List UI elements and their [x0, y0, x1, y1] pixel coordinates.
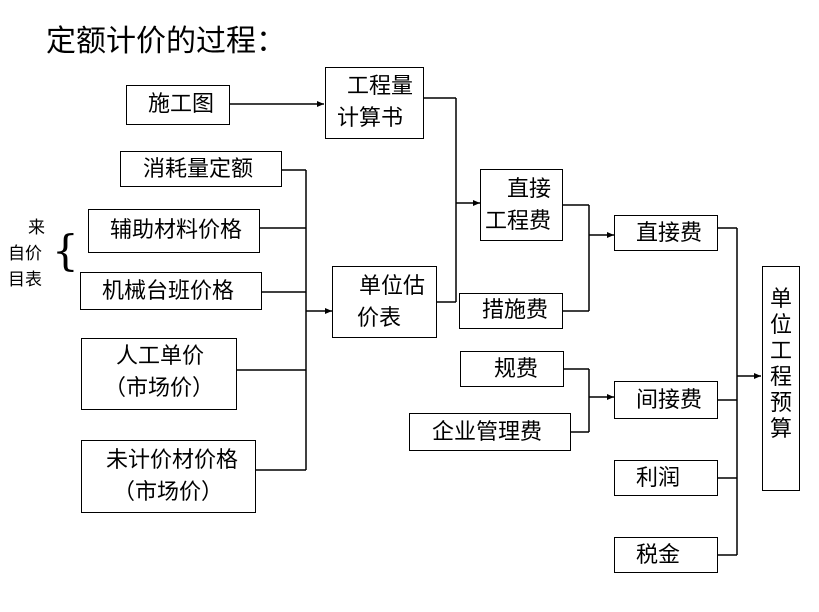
node-unpriced-material-price-line2: （市场价）: [113, 480, 224, 505]
node-labor-price-line1: 人工单价: [116, 344, 205, 369]
source-note: 来 自价 目表: [8, 215, 48, 293]
node-direct-engineering-cost-line1: 直接: [507, 177, 552, 202]
node-machine-shift-price: 机械台班价格: [80, 272, 262, 310]
node-indirect-cost-label: 间接费: [636, 388, 703, 413]
node-machine-shift-price-label: 机械台班价格: [102, 279, 235, 304]
node-profit-label: 利润: [636, 466, 681, 491]
node-unpriced-material-price: 未计价材价格 （市场价）: [81, 440, 256, 513]
node-consumption-quota: 消耗量定额: [120, 151, 282, 187]
brace-glyph: {: [52, 226, 79, 275]
node-enterprise-mgmt-cost-label: 企业管理费: [432, 420, 543, 445]
node-quantity-calc-line2: 计算书: [337, 106, 404, 131]
source-note-line1: 来: [28, 218, 45, 238]
node-quantity-calc: 工程量 计算书: [325, 67, 424, 139]
node-aux-material-price-label: 辅助材料价格: [110, 218, 243, 243]
node-direct-engineering-cost: 直接 工程费: [480, 169, 563, 241]
node-measure-cost: 措施费: [459, 293, 563, 329]
node-drawing: 施工图: [126, 85, 230, 125]
node-labor-price: 人工单价 （市场价）: [81, 338, 237, 410]
node-aux-material-price: 辅助材料价格: [88, 209, 260, 253]
node-fees: 规费: [460, 351, 564, 387]
node-quantity-calc-line1: 工程量: [347, 74, 414, 99]
node-fees-label: 规费: [494, 357, 539, 382]
source-note-line2: 自价: [8, 244, 42, 264]
node-consumption-quota-label: 消耗量定额: [143, 157, 254, 182]
node-indirect-cost: 间接费: [614, 381, 718, 419]
node-measure-cost-label: 措施费: [482, 298, 549, 323]
node-profit: 利润: [614, 460, 718, 496]
source-note-line3: 目表: [8, 270, 42, 290]
page-title: 定额计价的过程：: [46, 24, 286, 59]
node-tax-label: 税金: [636, 543, 681, 568]
node-direct-cost: 直接费: [614, 215, 718, 251]
node-drawing-label: 施工图: [148, 92, 215, 117]
node-unit-price-table-line1: 单位估: [359, 274, 426, 299]
node-direct-cost-label: 直接费: [636, 221, 703, 246]
node-enterprise-mgmt-cost: 企业管理费: [409, 413, 571, 451]
node-tax: 税金: [614, 537, 718, 573]
node-unpriced-material-price-line1: 未计价材价格: [106, 448, 239, 473]
node-unit-price-table-line2: 价表: [357, 306, 402, 331]
node-unit-project-budget-label: 单位工程预算: [770, 287, 793, 442]
node-unit-price-table: 单位估 价表: [332, 266, 437, 338]
node-unit-project-budget: 单位工程预算: [762, 266, 800, 491]
node-direct-engineering-cost-line2: 工程费: [485, 209, 552, 234]
node-labor-price-line2: （市场价）: [104, 376, 215, 401]
